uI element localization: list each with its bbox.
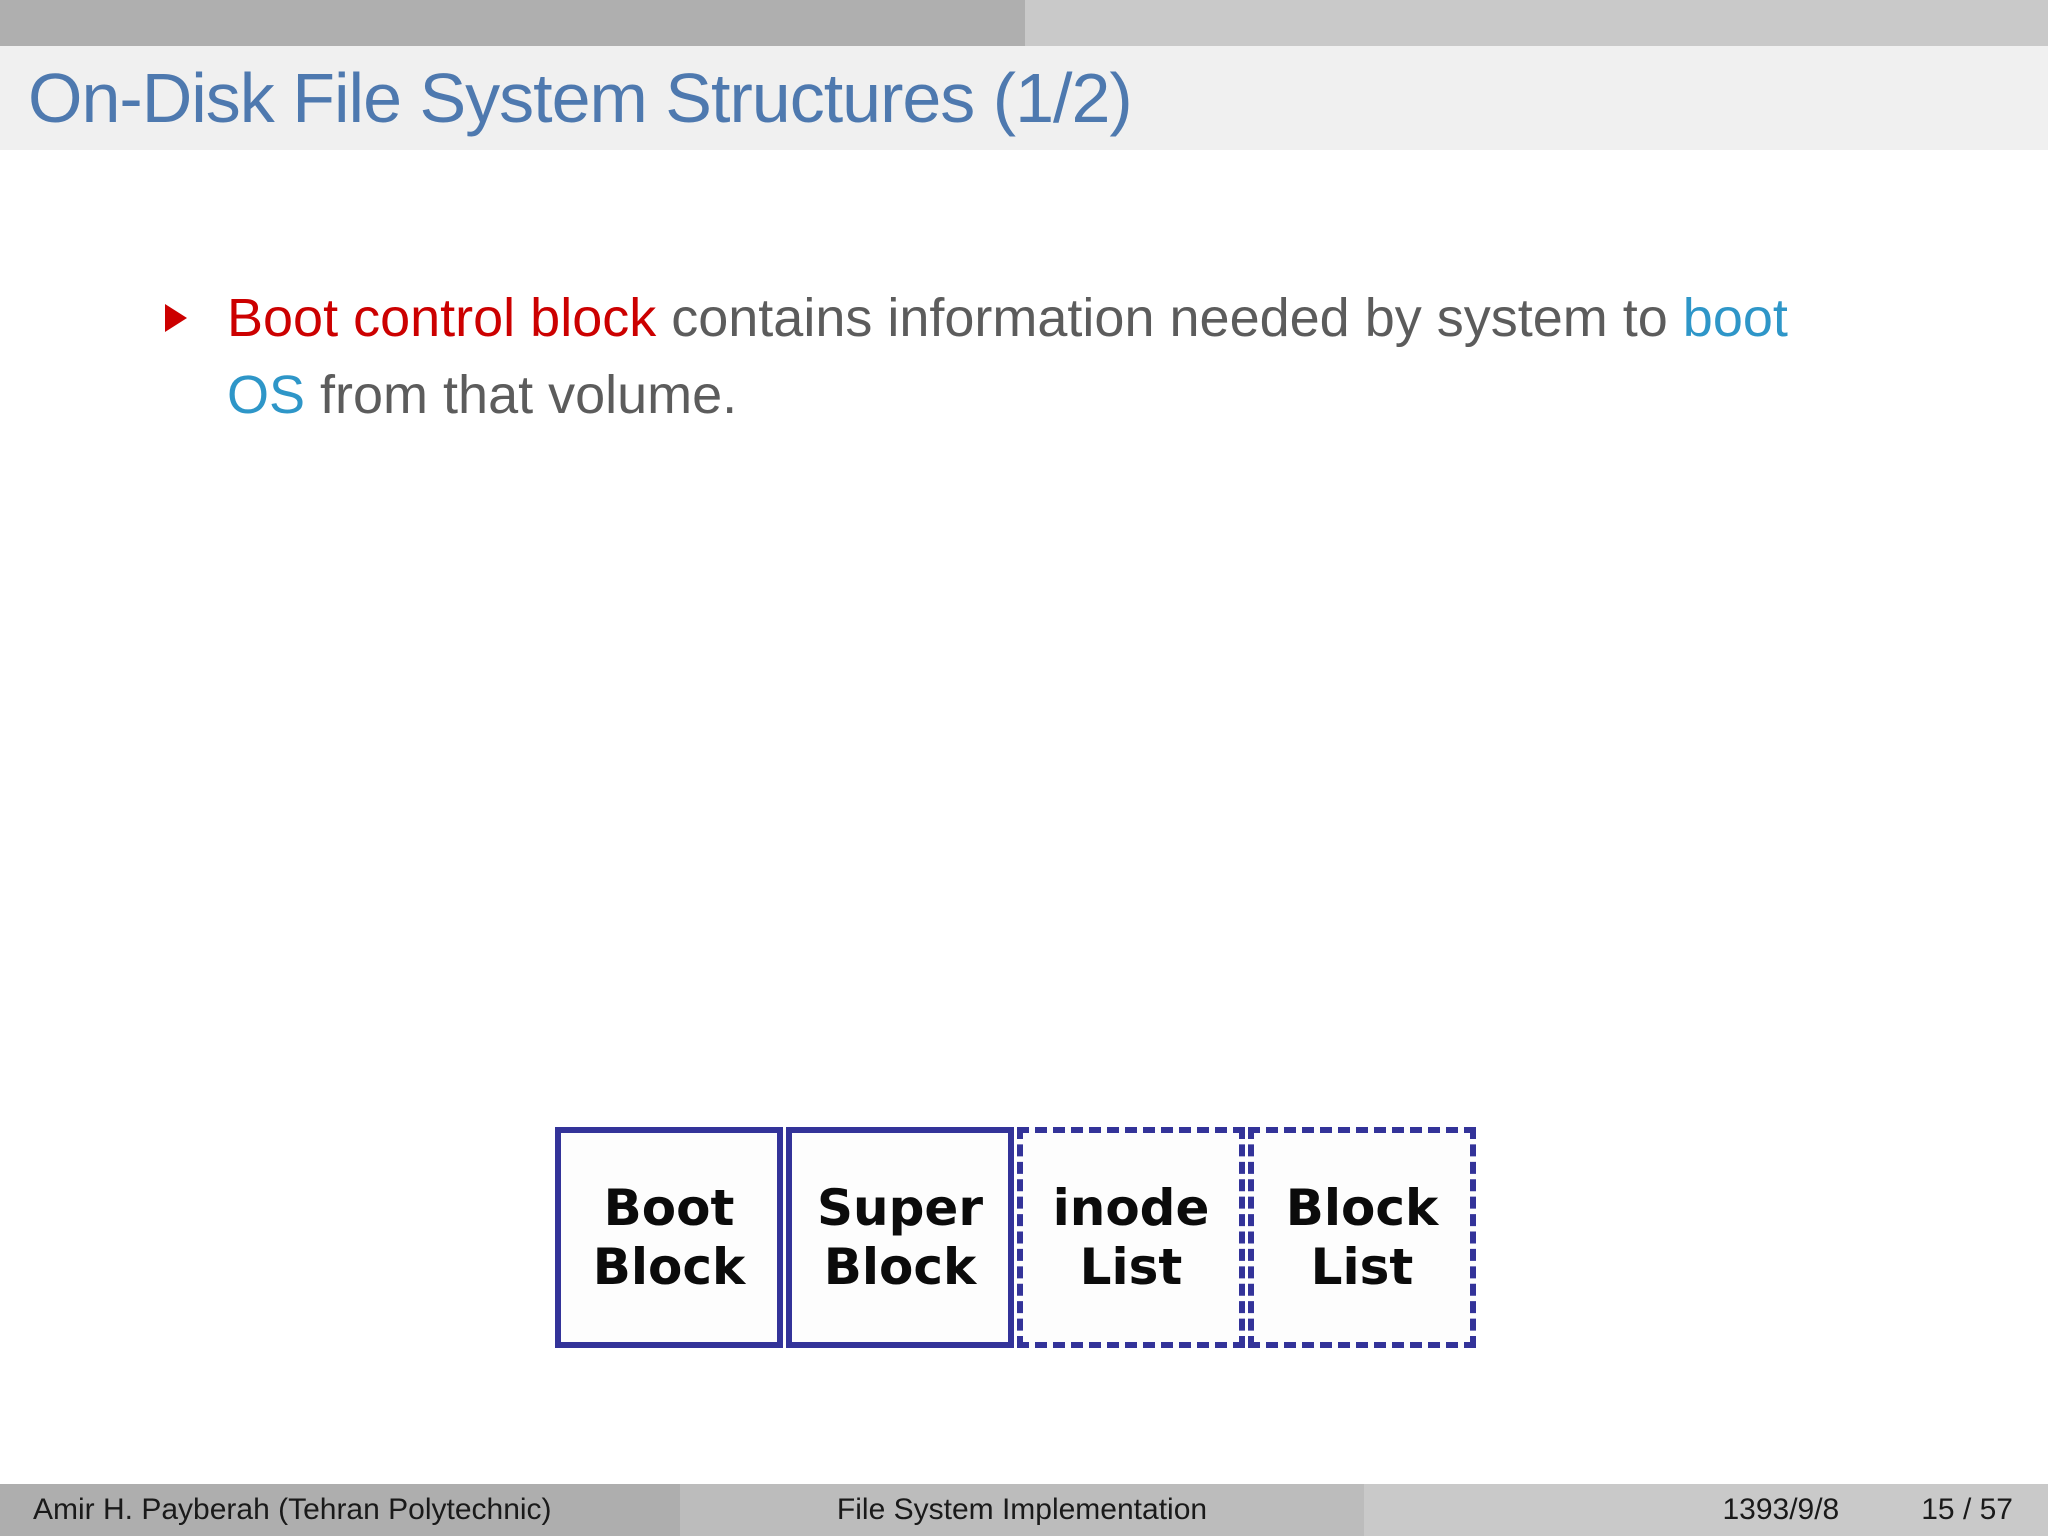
footer-page-number: 15 / 57 xyxy=(1921,1493,2013,1526)
box-label-line: List xyxy=(1079,1237,1183,1296)
bullet-triangle-icon xyxy=(165,304,187,332)
footer-date: 1393/9/8 xyxy=(1722,1493,1840,1526)
footer-author: Amir H. Payberah (Tehran Polytechnic) xyxy=(33,1493,552,1526)
block-list-box: Block List xyxy=(1248,1127,1476,1348)
super-block-box: Super Block xyxy=(786,1127,1014,1348)
footer-meta-segment: 1393/9/8 15 / 57 xyxy=(1364,1484,2048,1536)
bullet-line-2: OS from that volume. xyxy=(227,357,1788,434)
boot-block-box: Boot Block xyxy=(555,1127,783,1348)
box-label-line: Block xyxy=(592,1237,746,1296)
footer-bar: Amir H. Payberah (Tehran Polytechnic) Fi… xyxy=(0,1484,2048,1536)
box-label-line: Block xyxy=(823,1237,977,1296)
footer-doc-title: File System Implementation xyxy=(836,1493,1208,1526)
bullet-segment-accent: boot xyxy=(1682,288,1788,348)
bullet-text: Boot control block contains information … xyxy=(227,280,1788,434)
top-bar xyxy=(0,0,2048,46)
bullet-segment-body: from that volume. xyxy=(305,365,738,425)
page-title: On-Disk File System Structures (1/2) xyxy=(28,59,1133,137)
bullet-line-1: Boot control block contains information … xyxy=(227,280,1788,357)
inode-list-box: inode List xyxy=(1017,1127,1245,1348)
title-band: On-Disk File System Structures (1/2) xyxy=(0,46,2048,150)
box-label-line: inode xyxy=(1052,1178,1210,1237)
box-label-line: List xyxy=(1310,1237,1414,1296)
bullet-segment-alert: Boot control block xyxy=(227,288,657,348)
top-bar-dark-segment xyxy=(0,0,1025,46)
bullet-segment-body: contains information needed by system to xyxy=(656,288,1683,348)
bullet-item: Boot control block contains information … xyxy=(165,280,1965,434)
footer-author-segment: Amir H. Payberah (Tehran Polytechnic) xyxy=(0,1484,680,1536)
box-label-line: Boot xyxy=(603,1178,735,1237)
disk-layout-diagram: Boot Block Super Block inode List Block … xyxy=(555,1127,1476,1348)
box-label-line: Super xyxy=(817,1178,983,1237)
bullet-segment-accent: OS xyxy=(227,365,306,425)
footer-title-segment: File System Implementation xyxy=(680,1484,1364,1536)
box-label-line: Block xyxy=(1285,1178,1439,1237)
top-bar-light-segment xyxy=(1025,0,2048,46)
